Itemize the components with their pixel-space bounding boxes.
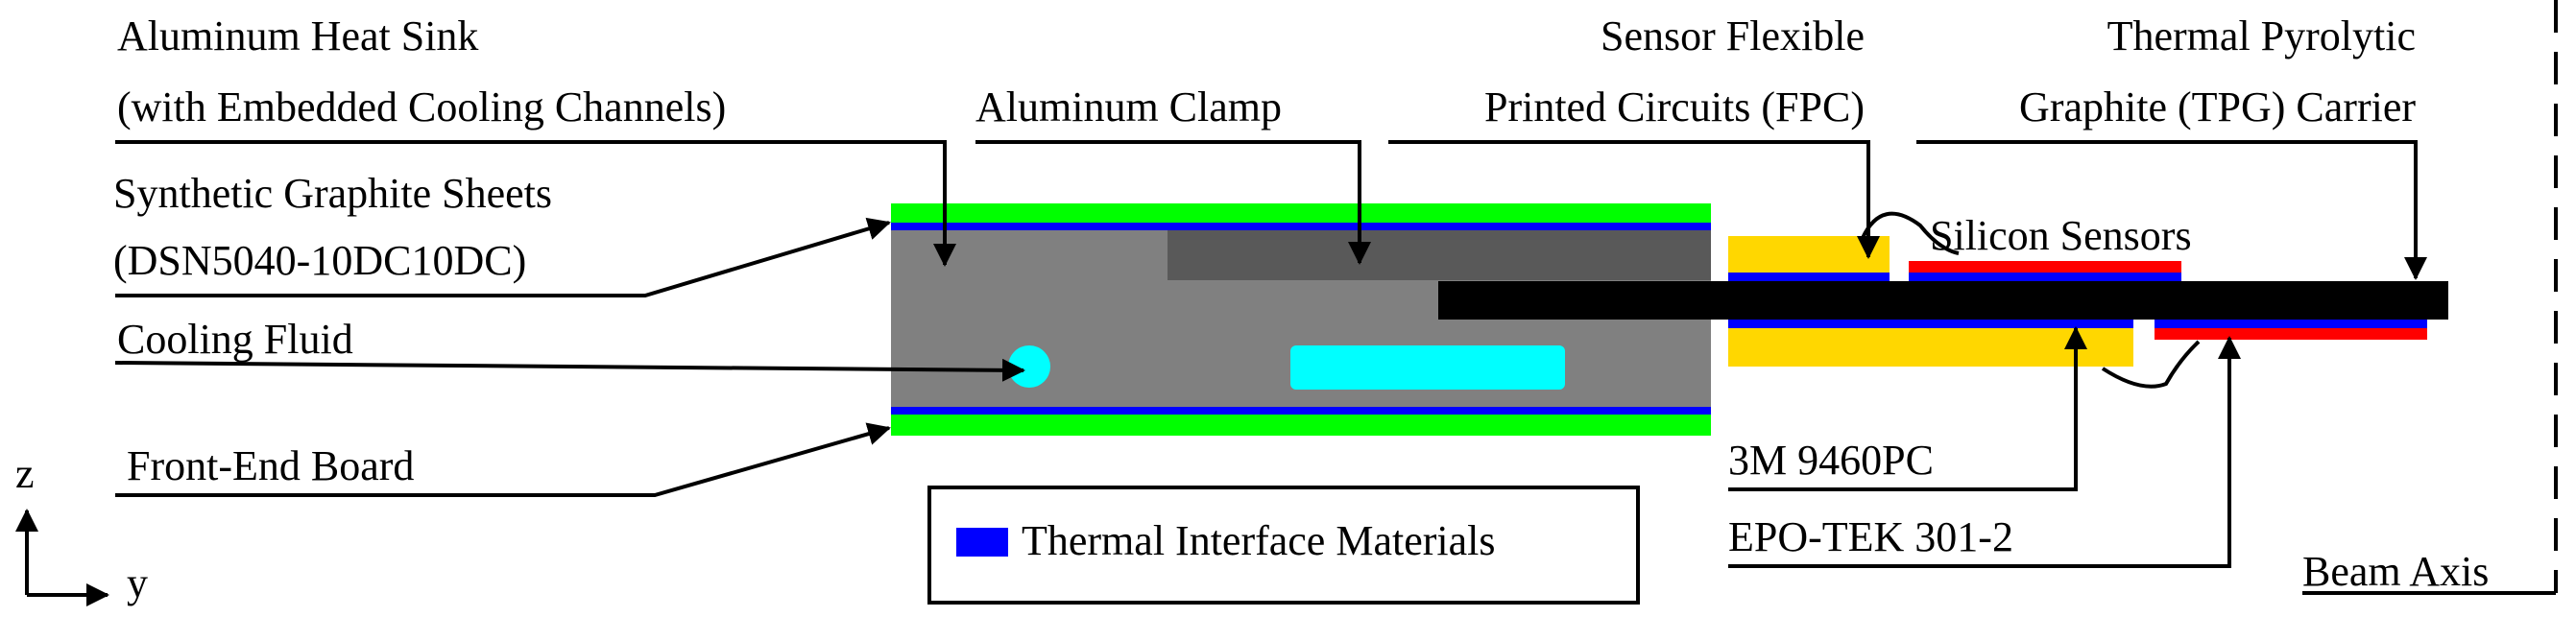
label-aluminum-clamp: Aluminum Clamp <box>975 83 1282 131</box>
label-silicon-sensors: Silicon Sensors <box>1930 212 2192 259</box>
leader-front-end-board <box>115 422 891 497</box>
aluminum-clamp <box>1168 230 1711 280</box>
label-heat-sink-line1: Aluminum Heat Sink <box>117 12 478 59</box>
label-tpg-line1: Thermal Pyrolytic <box>2107 12 2416 59</box>
wire-bond-top <box>1861 211 1960 255</box>
label-graphite-line1: Synthetic Graphite Sheets <box>113 170 552 217</box>
tim-sensor-top <box>1909 273 2181 281</box>
leader-tpg-carrier <box>1916 140 2427 280</box>
label-epotek: EPO-TEK 301-2 <box>1728 513 2013 560</box>
leader-3m-adhesive <box>1728 326 2087 491</box>
graphite-sheet-bottom <box>891 415 1711 436</box>
label-heat-sink-line2: (with Embedded Cooling Channels) <box>117 83 726 131</box>
z-axis-label: z <box>15 450 35 497</box>
label-graphite-line2: (DSN5040-10DC10DC) <box>113 237 526 284</box>
leader-heat-sink <box>115 140 956 267</box>
graphite-sheet-top <box>891 203 1711 223</box>
label-beam-axis: Beam Axis <box>2302 548 2489 595</box>
label-fpc-line2: Printed Circuits (FPC) <box>1484 83 1865 131</box>
label-3m-adhesive: 3M 9460PC <box>1728 437 1934 484</box>
leader-epotek <box>1728 336 2241 568</box>
tpg-carrier <box>1438 281 2448 320</box>
cooling-fluid-channel-rect <box>1290 345 1565 390</box>
tim-bottom <box>891 407 1711 415</box>
label-cooling-fluid: Cooling Fluid <box>117 316 353 363</box>
leader-fpc <box>1388 140 1880 259</box>
tim-top <box>891 223 1711 230</box>
fpc-lower <box>1728 328 2133 367</box>
legend-item-label: Thermal Interface Materials <box>1022 517 1496 564</box>
legend-box <box>927 486 1640 605</box>
coordinate-axes: z y <box>14 450 148 606</box>
tim-sensor-bottom <box>2155 320 2427 328</box>
leader-cooling-fluid <box>114 358 1025 382</box>
legend-swatch-tim <box>956 528 1008 557</box>
legend: Thermal Interface Materials <box>927 486 1640 605</box>
label-front-end-board: Front-End Board <box>127 442 414 489</box>
leader-clamp <box>975 140 1371 265</box>
cooling-fluid-channel-round <box>1008 345 1050 388</box>
leader-graphite-sheets <box>115 217 891 297</box>
tim-fpc-lower <box>1728 320 2133 328</box>
label-tpg-line2: Graphite (TPG) Carrier <box>2019 83 2416 131</box>
silicon-sensor-top <box>1909 261 2181 273</box>
wire-bond-bottom <box>2101 340 2201 389</box>
y-axis-label: y <box>127 559 148 606</box>
silicon-sensor-bottom <box>2155 328 2427 340</box>
fpc-upper <box>1728 236 1890 274</box>
label-fpc-line1: Sensor Flexible <box>1601 12 1865 59</box>
tim-fpc-upper <box>1728 273 1890 281</box>
